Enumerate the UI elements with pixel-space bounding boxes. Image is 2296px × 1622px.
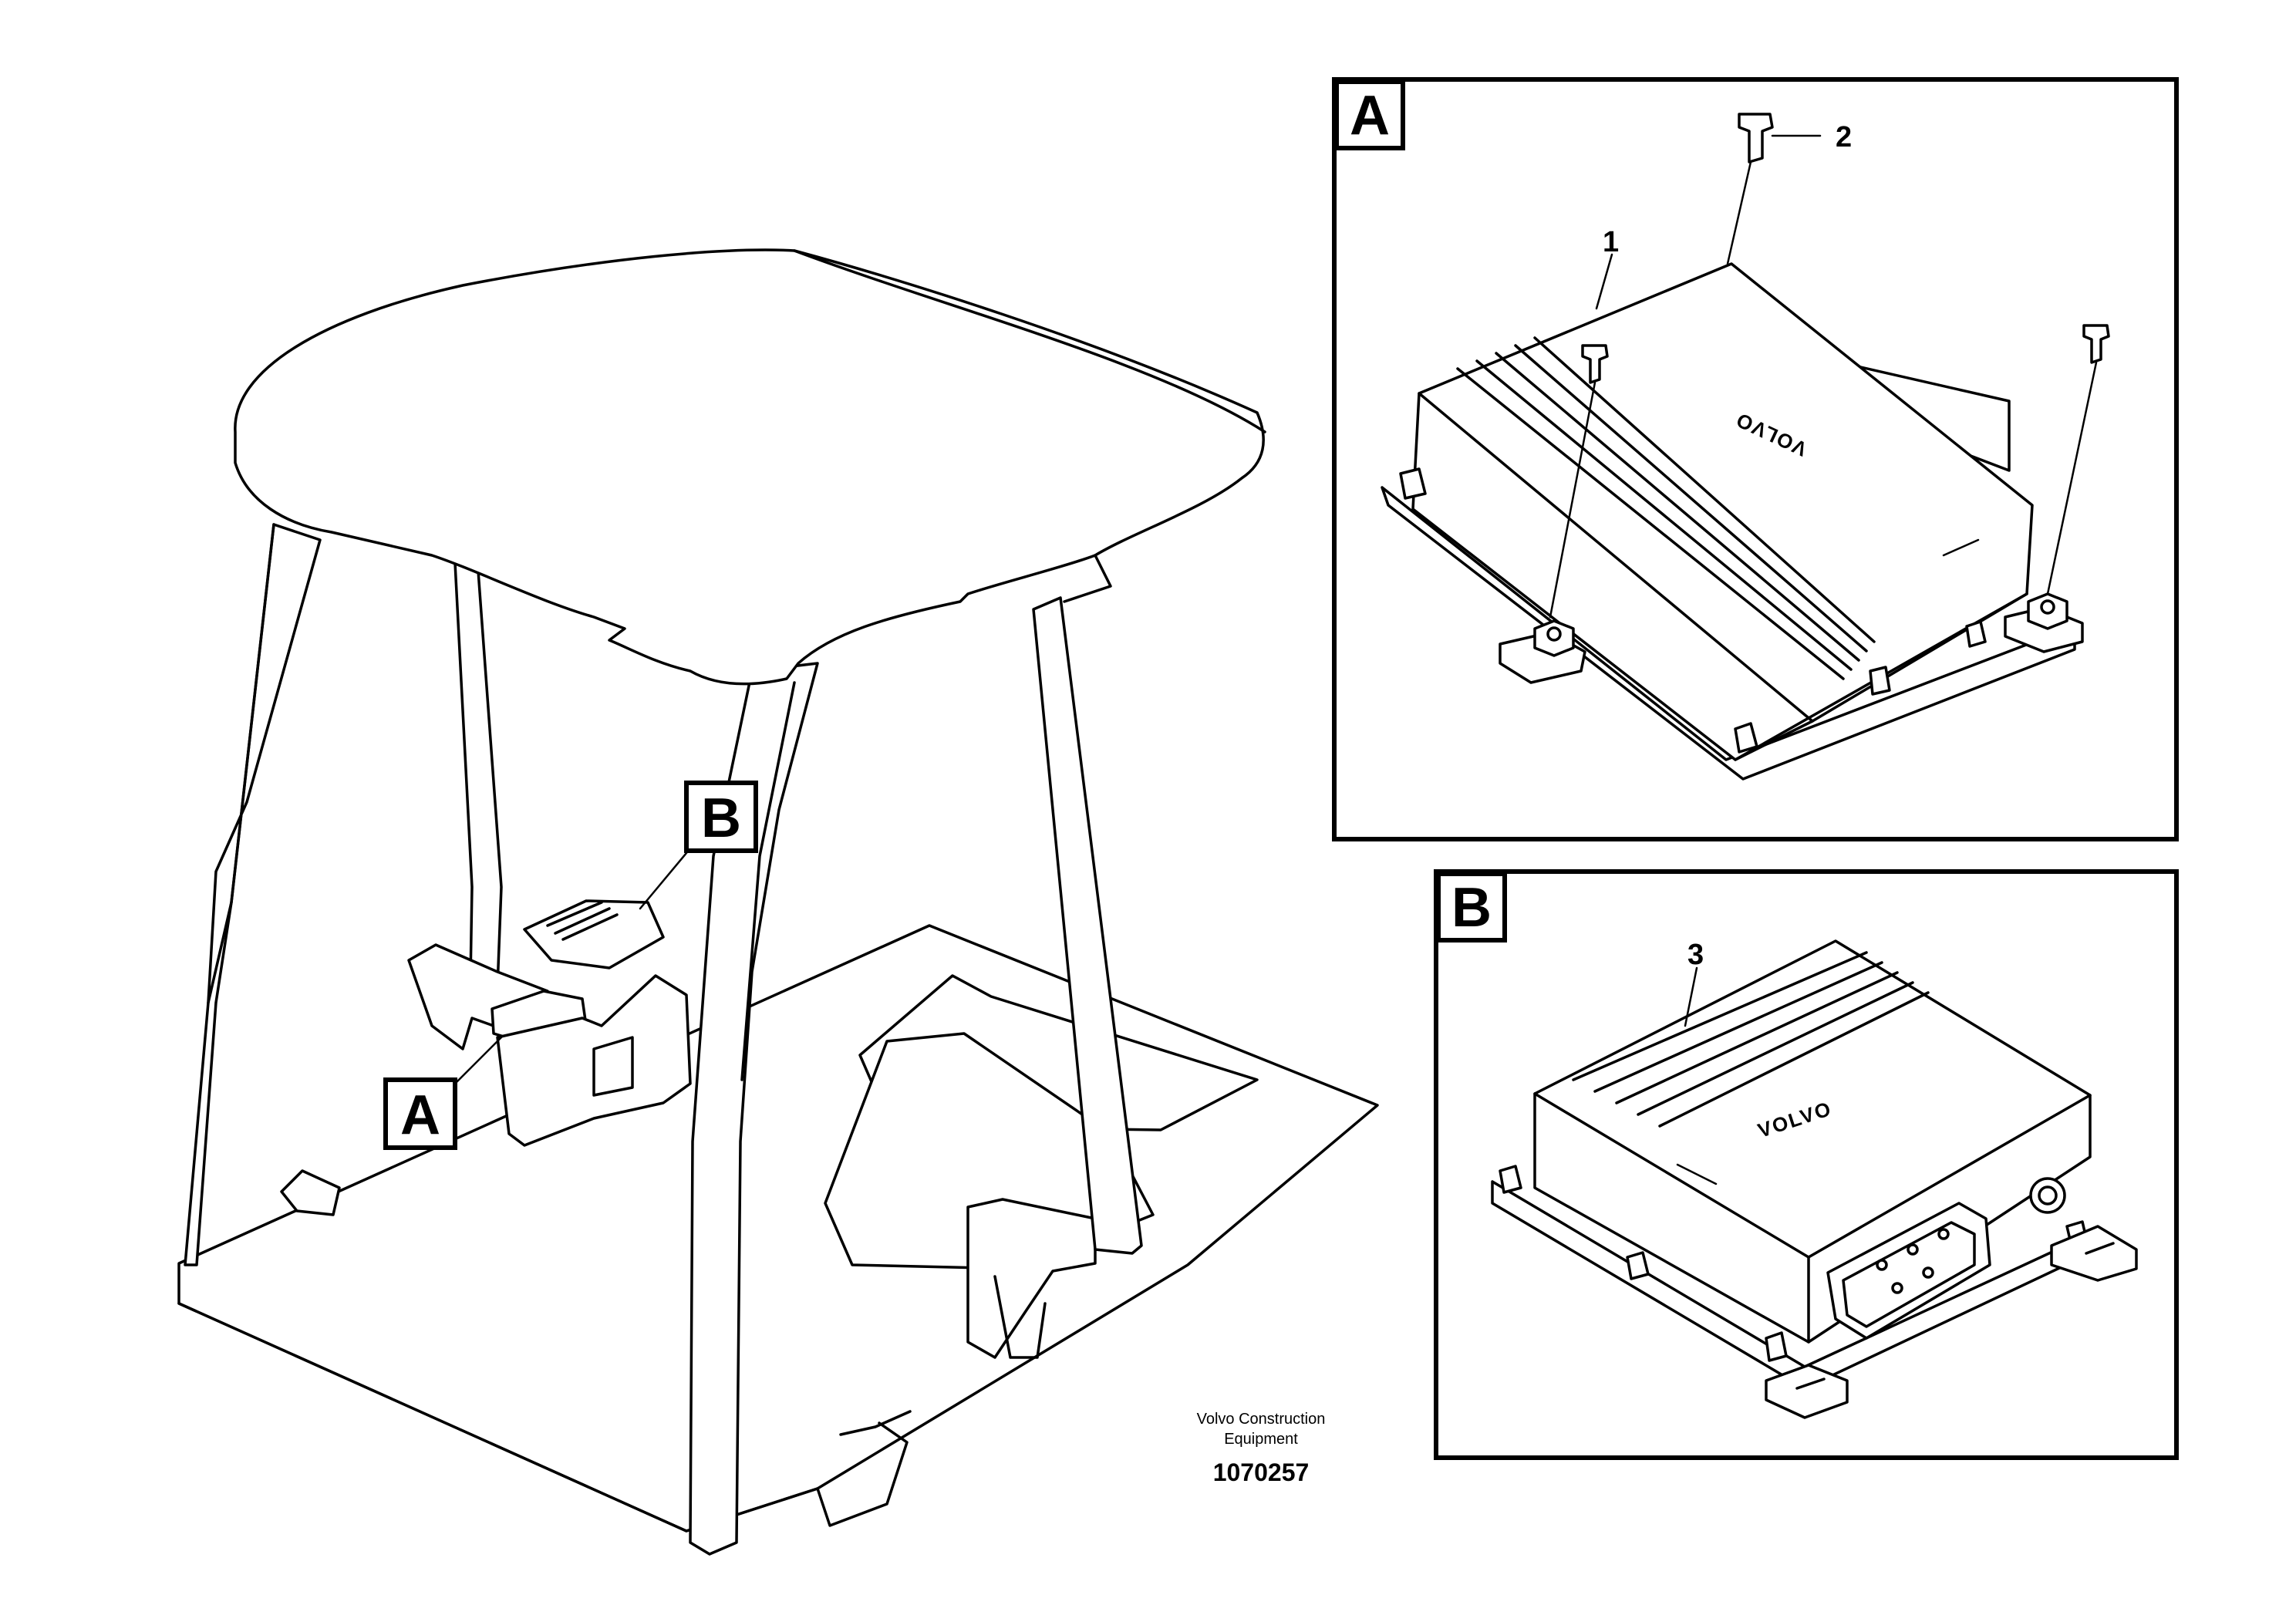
overview-tag-a-label: A — [400, 1084, 440, 1146]
overview-tag-b-label: B — [701, 787, 741, 849]
detail-b-tag-label: B — [1451, 877, 1492, 939]
screw-axis-middle — [1549, 381, 1596, 619]
floor-opening — [858, 974, 1259, 1131]
mounting-plate-a — [1381, 486, 2076, 781]
floor-bracket-left — [280, 1169, 341, 1216]
foot-a-1 — [1399, 467, 1427, 500]
foot-a-4 — [1965, 620, 1987, 648]
nut-a-right — [2027, 592, 2068, 630]
cab-overview-illustration — [177, 248, 1379, 1556]
detail-a-tag — [1334, 79, 1405, 150]
foot-b-1 — [1499, 1165, 1522, 1194]
vent-plug-b — [2029, 1177, 2066, 1214]
foot-a-3 — [1869, 666, 1891, 696]
leader-b-overview — [639, 847, 692, 910]
cab-roof — [234, 248, 1265, 686]
screw-2-right — [2082, 324, 2110, 364]
detail-a-frame — [1332, 77, 2179, 841]
connector-port-b — [1826, 1202, 1991, 1340]
screw-2-middle — [1581, 344, 1609, 384]
detail-a-panel: A VOLVO — [1332, 77, 2179, 841]
nut-a-left — [1533, 619, 1575, 657]
detail-a-tag-label: A — [1350, 85, 1390, 147]
cab-rear-post-right — [1032, 596, 1143, 1255]
foot-b-3 — [1765, 1331, 1788, 1362]
screw-2-top — [1738, 113, 1774, 164]
callout-2: 2 — [1836, 121, 1852, 153]
credit-line-2: Equipment — [1224, 1431, 1298, 1448]
mounting-tab-b-bottom — [1765, 1364, 1849, 1419]
callout-1: 1 — [1603, 226, 1619, 258]
leader-a-overview — [453, 1036, 503, 1085]
drawing-number: 1070257 — [1213, 1458, 1310, 1486]
cab-rear-post-left — [184, 523, 322, 1266]
cab-inner-post-left — [453, 561, 503, 989]
screw-axis-right — [2046, 361, 2098, 595]
cab-floor-plate — [177, 924, 1379, 1533]
detail-b-tag — [1436, 872, 1507, 943]
credit-line-1: Volvo Construction — [1197, 1411, 1326, 1428]
foot-b-2 — [1626, 1251, 1650, 1280]
floor-step — [966, 1198, 1097, 1359]
detail-b-frame — [1434, 869, 2179, 1460]
cab-front-pillar — [689, 662, 819, 1556]
detail-b-panel: B VOLVO 3 — [1434, 869, 2179, 1460]
leader-callout-3 — [1684, 966, 1698, 1027]
foot-a-2 — [1734, 722, 1758, 754]
mounting-tab-b-right — [2050, 1225, 2138, 1282]
overview-tag-a: A — [383, 1077, 457, 1150]
leader-callout-1 — [1595, 253, 1613, 310]
overview-tag-b: B — [684, 781, 758, 853]
screw-axis-top — [1726, 160, 1752, 265]
callout-3: 3 — [1687, 939, 1704, 971]
control-unit-b-small — [523, 899, 665, 969]
